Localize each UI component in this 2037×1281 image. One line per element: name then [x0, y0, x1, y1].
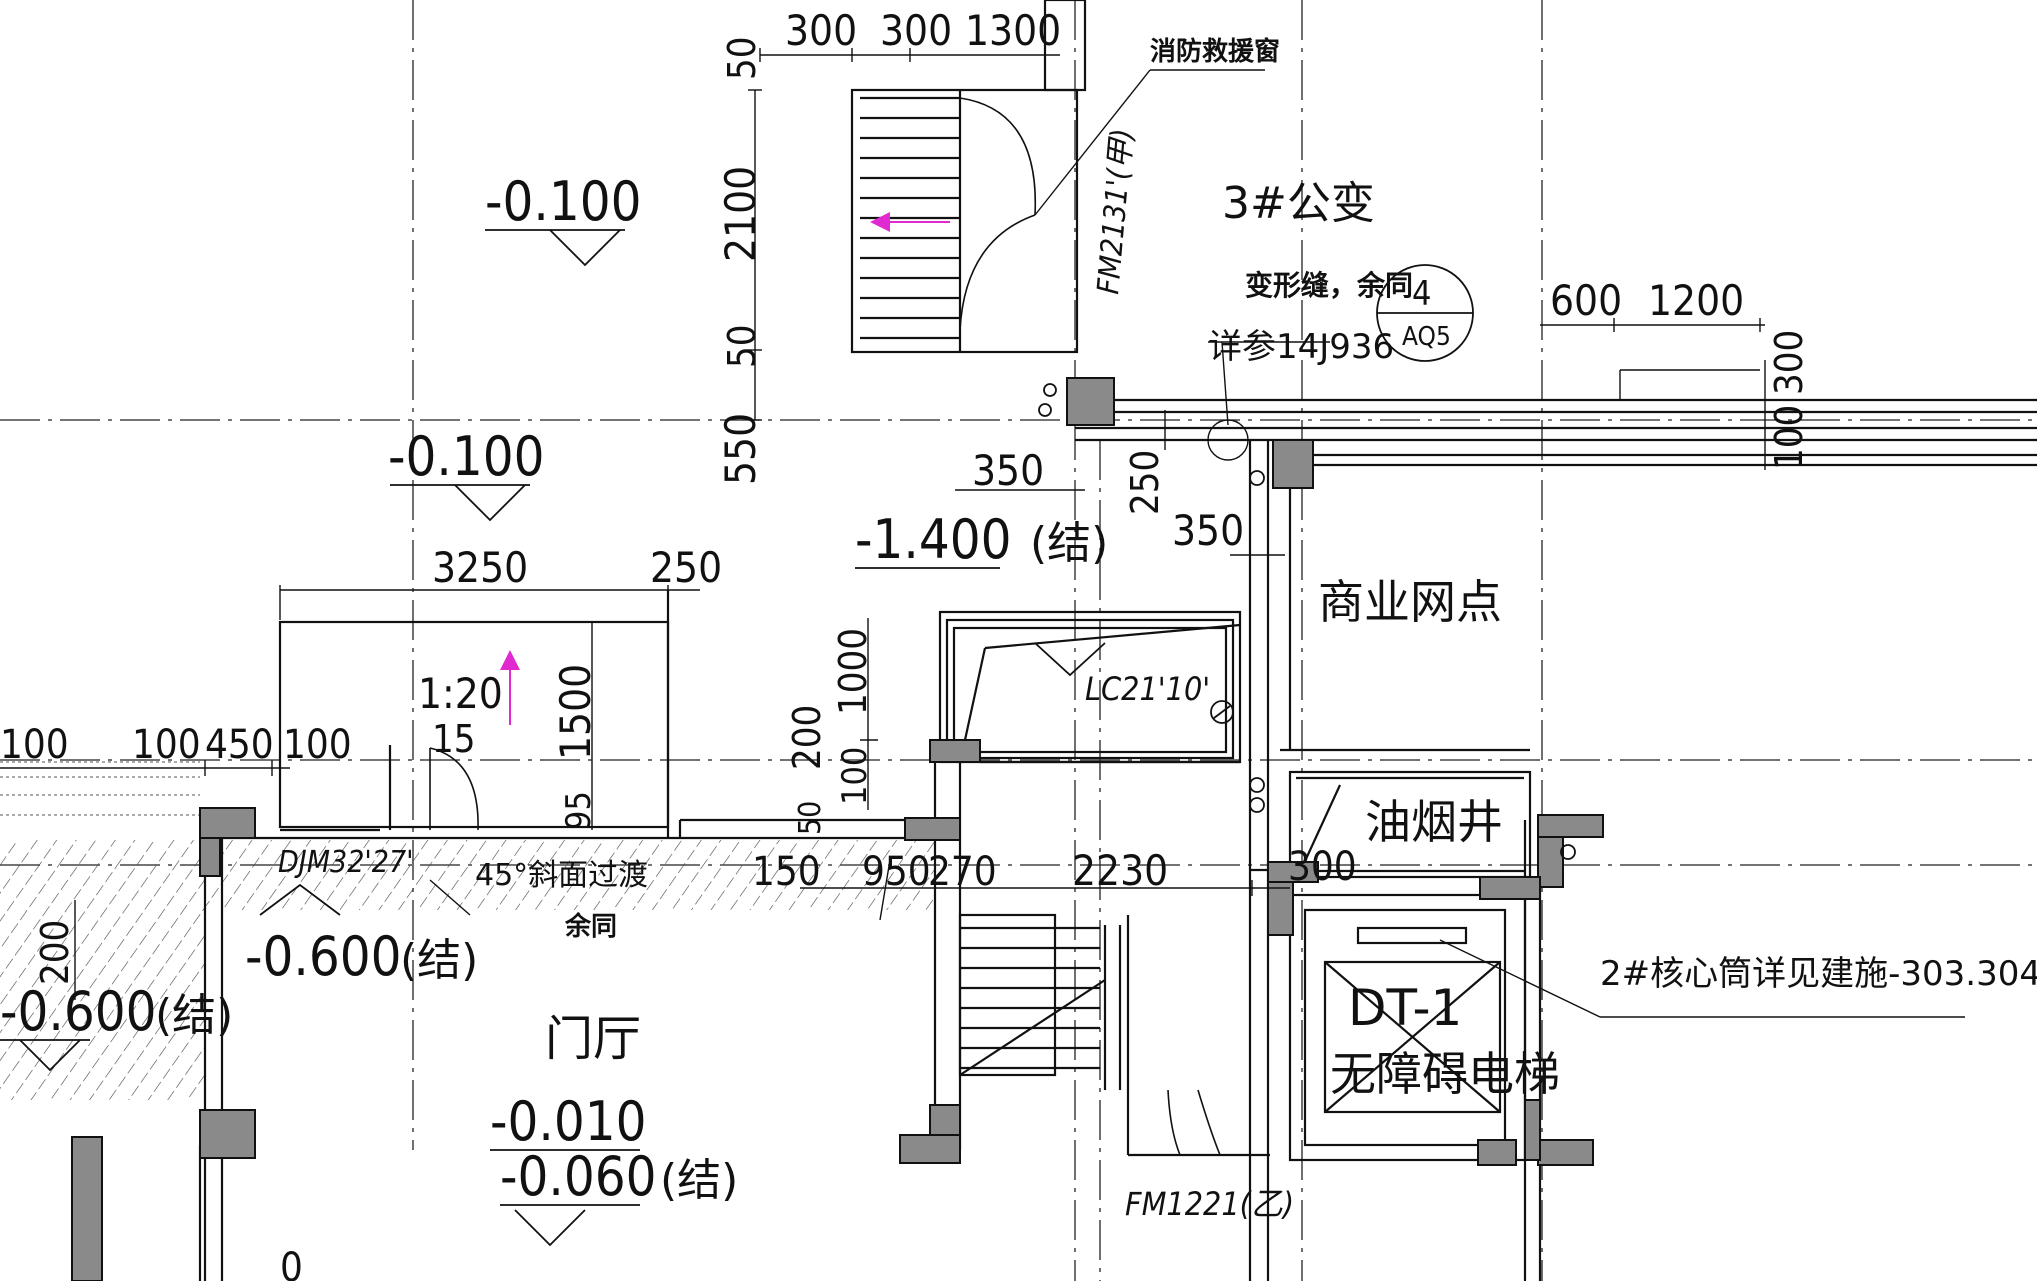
dim-steps-1: 1000 — [831, 628, 875, 715]
label-detail-sheet: AQ5 — [1402, 322, 1451, 352]
dim-mid-row-5: 300 — [1288, 844, 1357, 890]
label-same-rest: 余同 — [564, 911, 617, 942]
label-core-note: 2#核心筒详见建施-303.304 — [1600, 954, 2037, 994]
room-smoke-shaft: 油烟井 — [1365, 795, 1503, 849]
room-lobby: 门厅 — [545, 1011, 641, 1067]
elevation-3: -1.400 — [855, 508, 1012, 571]
dim-right-v1: 300 — [1767, 330, 1811, 395]
dim-left-v: 200 — [33, 920, 77, 985]
elevation-markers — [0, 229, 1106, 1247]
elevation-1: -0.100 — [485, 170, 642, 233]
label-window: LC21'10' — [1085, 670, 1210, 708]
paving-band — [0, 761, 200, 816]
dim-left-row-3: 450 — [205, 722, 274, 768]
elevation-7-struct: (结) — [660, 1155, 738, 1206]
room-transformer: 3#公变 — [1222, 178, 1375, 229]
hatched-slab — [0, 840, 935, 910]
elevator-name: 无障碍电梯 — [1330, 1047, 1560, 1101]
elevation-5: -0.600 — [0, 980, 157, 1043]
elevation-2: -0.100 — [388, 425, 545, 488]
dim-steps-3: 100 — [835, 747, 875, 805]
label-fire-door-b: FM1221(乙) — [1125, 1185, 1294, 1223]
dim-350-b: 350 — [1172, 506, 1244, 555]
dim-steps-2: 200 — [785, 705, 829, 770]
dim-350-a: 350 — [972, 446, 1044, 495]
dim-ramp-w2: 250 — [650, 543, 722, 592]
elevator-tag: DT-1 — [1348, 979, 1462, 1037]
columns — [71, 377, 1604, 1281]
dim-vl-1: 50 — [720, 37, 764, 81]
label-fire-door-a: FM2131'(甲) — [1091, 127, 1140, 295]
dimension-lines — [0, 48, 1766, 1000]
label-deformation-joint: 变形缝，余同 — [1245, 269, 1413, 302]
dim-right-2: 1200 — [1648, 276, 1744, 325]
label-fire-rescue-window: 消防救援窗 — [1150, 36, 1280, 67]
door-swings — [429, 97, 1221, 1156]
detail-callout — [1376, 264, 1474, 362]
label-ramp-slope: 1:20 — [418, 669, 503, 718]
dim-vl-4: 550 — [716, 413, 765, 485]
vent-icon — [1038, 383, 1576, 860]
dim-vl-2: 2100 — [716, 166, 765, 262]
label-door-djm: DJM32'27' — [278, 845, 414, 880]
dim-vl-3: 50 — [720, 325, 764, 369]
hatched-slab-left — [0, 910, 205, 1100]
elevation-4: -0.600 — [245, 925, 402, 988]
dim-250-v: 250 — [1123, 450, 1167, 515]
walls — [198, 0, 2037, 1281]
dim-right-1: 600 — [1550, 276, 1622, 325]
dim-mid-row-4: 2230 — [1072, 846, 1168, 895]
dim-top-3: 1300 — [965, 6, 1061, 55]
label-see-ref: 详参14J936 — [1208, 327, 1394, 367]
dim-mid-row-2: 950 — [862, 849, 931, 895]
dim-ramp-h2: 95 — [559, 791, 599, 830]
elevation-3-struct: (结) — [1030, 518, 1108, 569]
elevation-4-struct: (结) — [400, 935, 478, 986]
elevation-6: -0.010 — [490, 1090, 647, 1153]
dim-top-2: 300 — [880, 6, 952, 55]
elevation-5-struct: (结) — [155, 990, 233, 1041]
label-bevel-transition: 45°斜面过渡 — [475, 858, 648, 893]
dim-ramp-h: 1500 — [551, 664, 600, 760]
dim-left-row-1: 100 — [0, 722, 69, 768]
elevation-7: -0.060 — [500, 1145, 657, 1208]
dim-left-row-4: 100 — [283, 722, 352, 768]
dim-right-v2: 100 — [1767, 405, 1811, 470]
dim-steps-4: 50 — [793, 801, 828, 835]
elevation-8: 0 — [280, 1245, 303, 1281]
dim-top-1: 300 — [785, 6, 857, 55]
label-detail-no: 4 — [1412, 274, 1431, 314]
label-ramp-number: 15 — [432, 717, 476, 761]
dim-mid-row-1: 150 — [752, 849, 821, 895]
room-shop: 商业网点 — [1318, 575, 1502, 629]
leader-lines — [429, 69, 1965, 1018]
ramp-arrow — [500, 212, 950, 725]
dim-mid-row-3: 270 — [928, 849, 997, 895]
dim-ramp-w: 3250 — [432, 543, 528, 592]
dim-left-row-2: 100 — [132, 722, 201, 768]
